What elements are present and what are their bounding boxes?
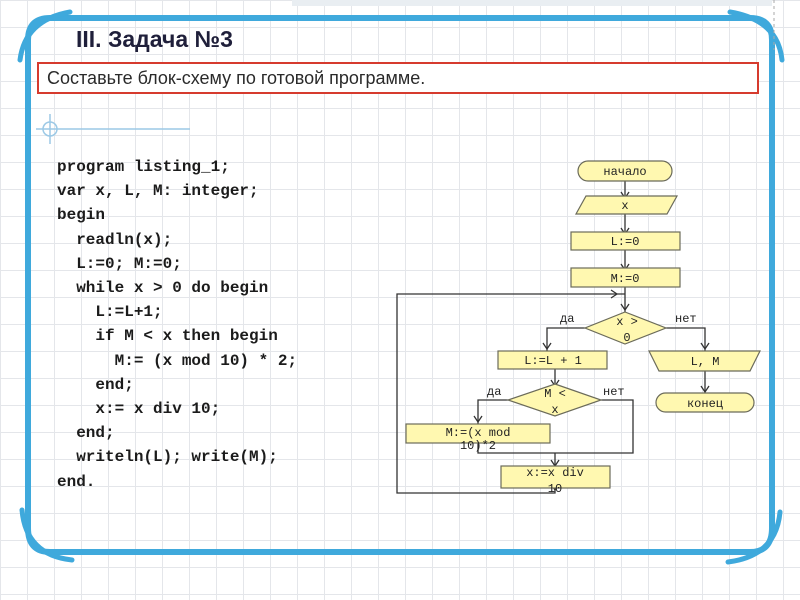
if-no-label: нет (603, 385, 625, 399)
code-line: x:= x div 10; (57, 400, 221, 419)
increment-l-box (497, 350, 608, 370)
section-number: III. (76, 26, 102, 52)
increment-l-label: L:=L + 1 (524, 354, 582, 368)
arrowhead (473, 415, 483, 424)
if-condition-line2: x (551, 403, 558, 417)
code-line: end. (57, 472, 96, 491)
end-terminator (655, 392, 755, 413)
if-yes-label: да (487, 385, 501, 399)
flow-connectors (396, 181, 706, 494)
start-terminator (577, 160, 673, 182)
arrowhead (610, 289, 619, 299)
while-no-label: нет (675, 312, 697, 326)
corner-curl-bottom-right (725, 509, 783, 565)
code-line: var x, L, M: integer; (57, 182, 259, 201)
div-x-line2: 10 (548, 482, 562, 496)
corner-curl-top-left (17, 9, 73, 63)
code-line: end; (57, 424, 115, 443)
connector-cond2-no (555, 399, 634, 454)
output-parallelogram (648, 350, 761, 372)
code-line: L:=L+1; (57, 303, 163, 322)
connector-loop-back (396, 293, 625, 494)
while-condition-diamond (583, 311, 668, 345)
corner-curl-top-right (727, 9, 785, 63)
top-strip (292, 0, 772, 6)
code-line: program listing_1; (57, 158, 230, 176)
arrowhead (700, 342, 710, 351)
flow-arrowheads (473, 191, 710, 492)
code-line: L:=0; M:=0; (57, 254, 182, 273)
program-listing: program listing_1;var x, L, M: integer; b… (57, 155, 297, 494)
task-title: Задача №3 (107, 26, 233, 52)
div-x-line1: x:=x div (526, 466, 584, 480)
task-statement: Составьте блок-схему по готовой программ… (37, 62, 759, 94)
code-line: begin (57, 206, 106, 225)
while-condition-line1: x > (616, 315, 638, 329)
end-label: конец (687, 397, 723, 411)
arrowhead (542, 342, 552, 351)
code-line: writeln(L); write(M); (57, 448, 278, 467)
init-m-label: M:=0 (611, 272, 640, 286)
connector-cond1-no (666, 327, 706, 351)
init-m-box (570, 267, 681, 288)
page-title: III. Задача №3 (76, 26, 233, 53)
arrowhead (700, 385, 710, 394)
assign-m-line2: 10)*2 (460, 439, 496, 453)
input-label: x (621, 199, 628, 213)
code-line: readln(x); (57, 230, 173, 249)
connector-assign-join (477, 443, 555, 454)
code-line: while x > 0 do begin (57, 279, 269, 298)
while-yes-label: да (560, 312, 574, 326)
while-condition-line2: 0 (623, 331, 630, 345)
if-condition-line1: M < (544, 387, 566, 401)
code-line: if M < x then begin (57, 327, 278, 346)
if-condition-diamond (506, 383, 603, 417)
assign-m-line1: M:=(x mod (446, 426, 511, 440)
connector-cond2-yes (477, 399, 508, 424)
arrowhead (620, 303, 630, 312)
output-label: L, M (691, 355, 720, 369)
init-l-label: L:=0 (611, 235, 640, 249)
code-line: M:= (x mod 10) * 2; (57, 351, 298, 370)
assign-m-box (405, 423, 551, 444)
code-line: end; (57, 375, 134, 394)
corner-curl-bottom-left (19, 507, 75, 563)
start-label: начало (603, 165, 646, 179)
div-x-box (500, 465, 611, 489)
connector-cond1-yes (546, 327, 585, 351)
init-l-box (570, 231, 681, 251)
input-parallelogram (574, 195, 679, 215)
